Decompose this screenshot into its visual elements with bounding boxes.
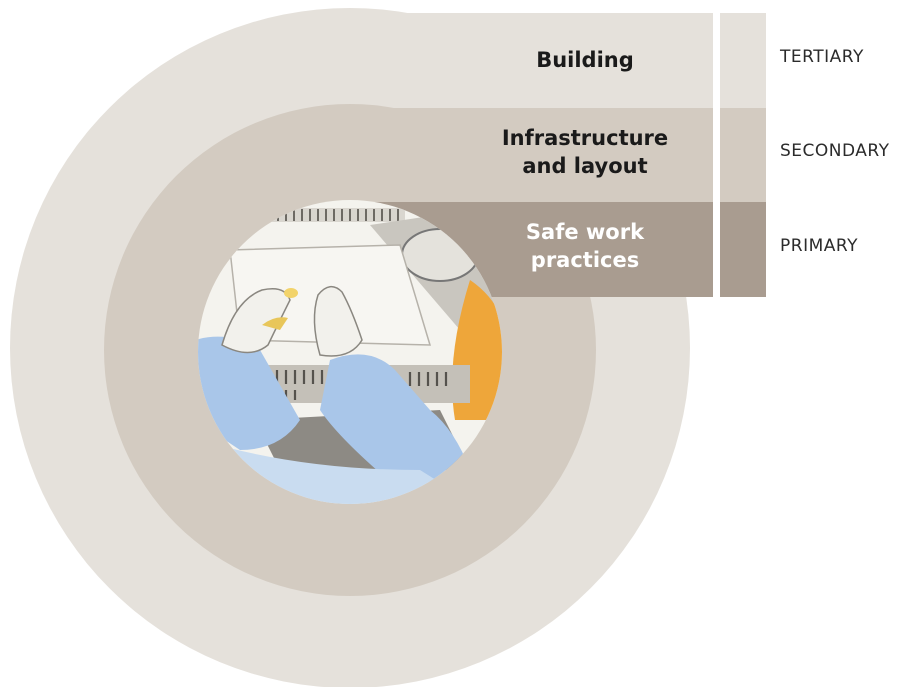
secondary-label-line-1: Infrastructure	[501, 126, 669, 150]
tertiary-label: Building	[536, 48, 634, 72]
secondary-swatch	[720, 108, 766, 202]
primary-label-line-1: Safe work	[525, 220, 645, 244]
secondary-label: Infrastructure and layout	[480, 124, 690, 180]
secondary-label-line-2: and layout	[522, 154, 648, 178]
primary-label: Safe work practices	[480, 218, 690, 274]
level-label-primary: PRIMARY	[780, 236, 858, 256]
primary-label-line-2: practices	[530, 248, 640, 272]
level-label-tertiary: TERTIARY	[780, 47, 864, 67]
level-label-secondary: SECONDARY	[780, 141, 890, 161]
tertiary-swatch	[720, 13, 766, 108]
primary-swatch	[720, 202, 766, 297]
